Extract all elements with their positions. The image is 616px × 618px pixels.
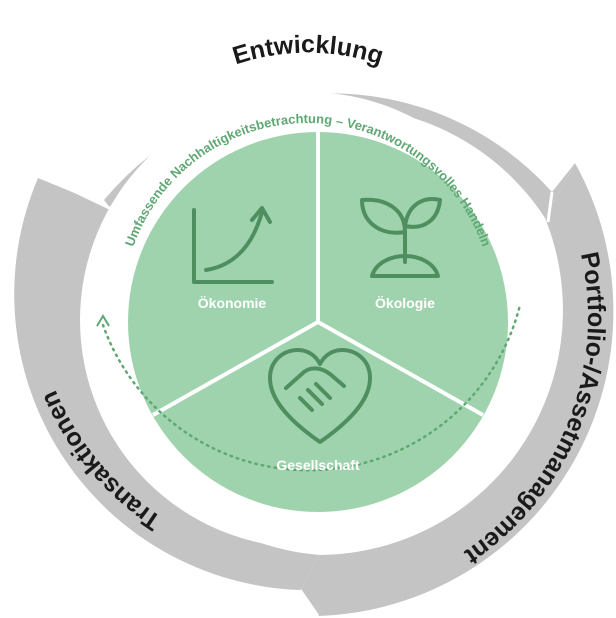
segment-label-economy: Ökonomie [198,295,267,311]
dotted-cycle-arrow [101,303,522,472]
plant-sprout-icon [360,197,442,278]
growth-chart-icon [192,206,274,284]
segment-label-society: Gesellschaft [276,457,360,473]
segment-label-ecology: Ökologie [375,295,435,311]
label-entwicklung: Entwicklung [229,31,387,71]
dotted-arrow-head-icon [96,314,110,327]
heart-handshake-icon [268,348,372,444]
outer-segment-portfolio [300,163,614,616]
